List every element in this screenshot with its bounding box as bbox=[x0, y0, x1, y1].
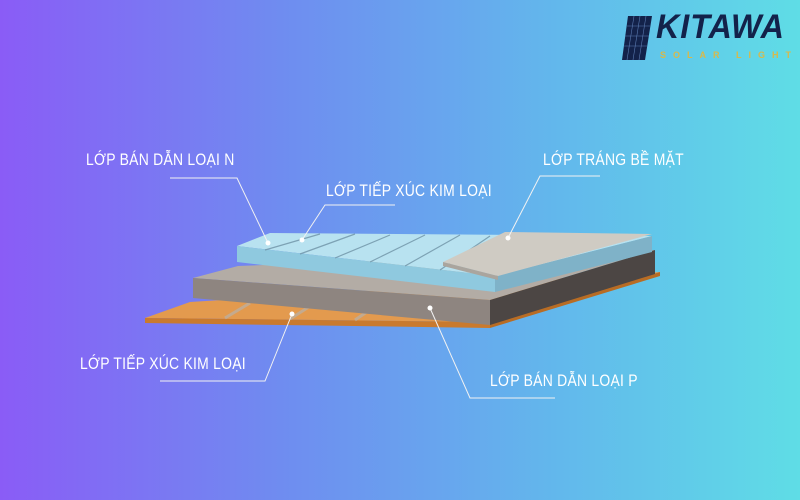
kitawa-logo-icon bbox=[622, 15, 652, 61]
label-surface-coating: LỚP TRÁNG BỀ MẶT bbox=[543, 150, 684, 169]
label-n-type-layer: LỚP BÁN DẪN LOẠI N bbox=[86, 150, 235, 169]
label-bottom-metal-contact: LỚP TIẾP XÚC KIM LOẠI bbox=[80, 354, 246, 373]
leader-lines bbox=[160, 175, 600, 399]
brand-tagline: SOLAR LIGHT bbox=[660, 50, 798, 60]
surface-coating-layer bbox=[443, 232, 652, 280]
label-p-type-layer: LỚP BÁN DẪN LOẠI P bbox=[490, 371, 638, 390]
label-top-metal-contact: LỚP TIẾP XÚC KIM LOẠI bbox=[326, 181, 492, 200]
brand-name: KITAWA bbox=[656, 8, 785, 46]
leader-dots bbox=[265, 235, 511, 317]
